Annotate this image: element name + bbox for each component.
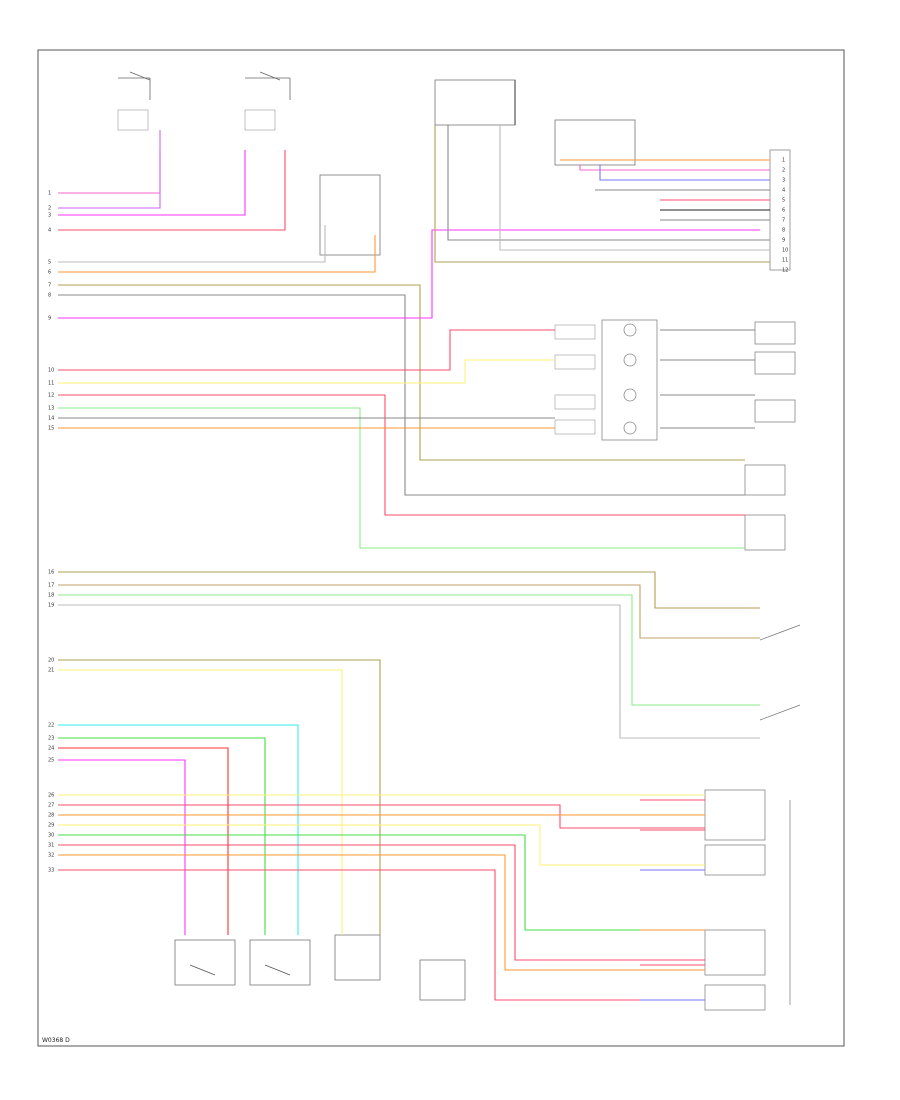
wire-6 (58, 235, 376, 273)
pin-label-15: 15 (48, 426, 54, 432)
right-pin-8: 8 (782, 228, 785, 234)
wire-4 (58, 150, 286, 231)
pin-label-11: 11 (48, 381, 54, 387)
wire-19 (58, 604, 760, 739)
aux-wire-3 (499, 125, 770, 251)
right-pin-12: 12 (782, 268, 788, 274)
pin-label-20: 20 (48, 658, 54, 664)
right-pin-11: 11 (782, 258, 788, 264)
aux-wire-2 (447, 125, 770, 241)
pin-label-17: 17 (48, 583, 54, 589)
pin-label-21: 21 (48, 668, 54, 674)
wire-5 (58, 225, 326, 263)
pin-label-12: 12 (48, 393, 54, 399)
pin-label-27: 27 (48, 803, 54, 809)
aux-wire-5 (579, 165, 770, 171)
pin-label-26: 26 (48, 793, 54, 799)
wire-1 (58, 150, 161, 194)
wire-18 (58, 594, 760, 706)
wire-27 (58, 804, 705, 829)
aux-wire-1 (434, 125, 770, 263)
wire-31 (58, 844, 705, 961)
wire-33 (58, 869, 705, 1001)
wire-10 (58, 329, 555, 371)
pin-label-23: 23 (48, 736, 54, 742)
right-pin-9: 9 (782, 238, 785, 244)
wire-2 (58, 130, 161, 209)
wire-17 (58, 584, 760, 639)
pin-label-29: 29 (48, 823, 54, 829)
wire-22 (58, 724, 299, 935)
pin-label-8: 8 (48, 293, 51, 299)
diagram-frame (37, 49, 845, 1047)
pin-label-31: 31 (48, 843, 54, 849)
pin-label-19: 19 (48, 603, 54, 609)
wire-32 (58, 854, 705, 971)
wire-30 (58, 834, 705, 931)
wire-11 (58, 359, 555, 384)
pin-label-4: 4 (48, 228, 51, 234)
wire-8 (58, 294, 745, 496)
pin-label-9: 9 (48, 316, 51, 322)
pin-label-14: 14 (48, 416, 54, 422)
wire-16 (58, 571, 760, 609)
pin-label-32: 32 (48, 853, 54, 859)
pin-label-16: 16 (48, 570, 54, 576)
pin-label-10: 10 (48, 368, 54, 374)
pin-label-18: 18 (48, 593, 54, 599)
pin-label-group: 1234567891011121314151617181920212223242… (48, 158, 788, 874)
pin-label-6: 6 (48, 270, 51, 276)
right-pin-10: 10 (782, 248, 788, 254)
wire-3 (58, 150, 246, 216)
pin-label-28: 28 (48, 813, 54, 819)
pin-label-22: 22 (48, 723, 54, 729)
top-left-switch-2 (244, 71, 291, 131)
pin-label-13: 13 (48, 406, 54, 412)
bottom-switches (174, 934, 466, 1001)
wire-13 (58, 407, 745, 549)
wire-25 (58, 759, 186, 935)
top-left-switch-1 (117, 71, 151, 131)
top-right-module (554, 119, 791, 271)
right-seat-switches (759, 624, 801, 721)
wire-24 (58, 747, 229, 935)
pin-label-25: 25 (48, 758, 54, 764)
right-sensor-boxes (744, 321, 796, 551)
right-pin-6: 6 (782, 208, 785, 214)
pin-label-5: 5 (48, 260, 51, 266)
pin-label-7: 7 (48, 283, 51, 289)
central-connector-block (554, 319, 658, 441)
pin-label-30: 30 (48, 833, 54, 839)
pin-label-2: 2 (48, 206, 51, 212)
center-splice-module (319, 174, 381, 256)
wire-9 (58, 229, 760, 319)
wire-group (58, 125, 770, 1001)
bottom-right-modules (704, 789, 791, 1011)
aux-wire-6 (599, 165, 770, 181)
wire-12 (58, 394, 745, 516)
right-pin-7: 7 (782, 218, 785, 224)
wire-29 (58, 824, 705, 866)
wire-7 (58, 284, 745, 461)
top-center-module (434, 79, 516, 126)
wire-23 (58, 737, 266, 935)
right-pin-3: 3 (782, 178, 785, 184)
pin-label-3: 3 (48, 213, 51, 219)
right-pin-2: 2 (782, 168, 785, 174)
pin-label-1: 1 (48, 191, 51, 197)
right-pin-4: 4 (782, 188, 785, 194)
right-pin-5: 5 (782, 198, 785, 204)
pin-label-24: 24 (48, 746, 54, 752)
wire-20 (58, 659, 381, 935)
figure-code: W0368 D (42, 1037, 70, 1044)
pin-label-33: 33 (48, 868, 54, 874)
right-pin-1: 1 (782, 158, 785, 164)
wire-21 (58, 669, 343, 935)
